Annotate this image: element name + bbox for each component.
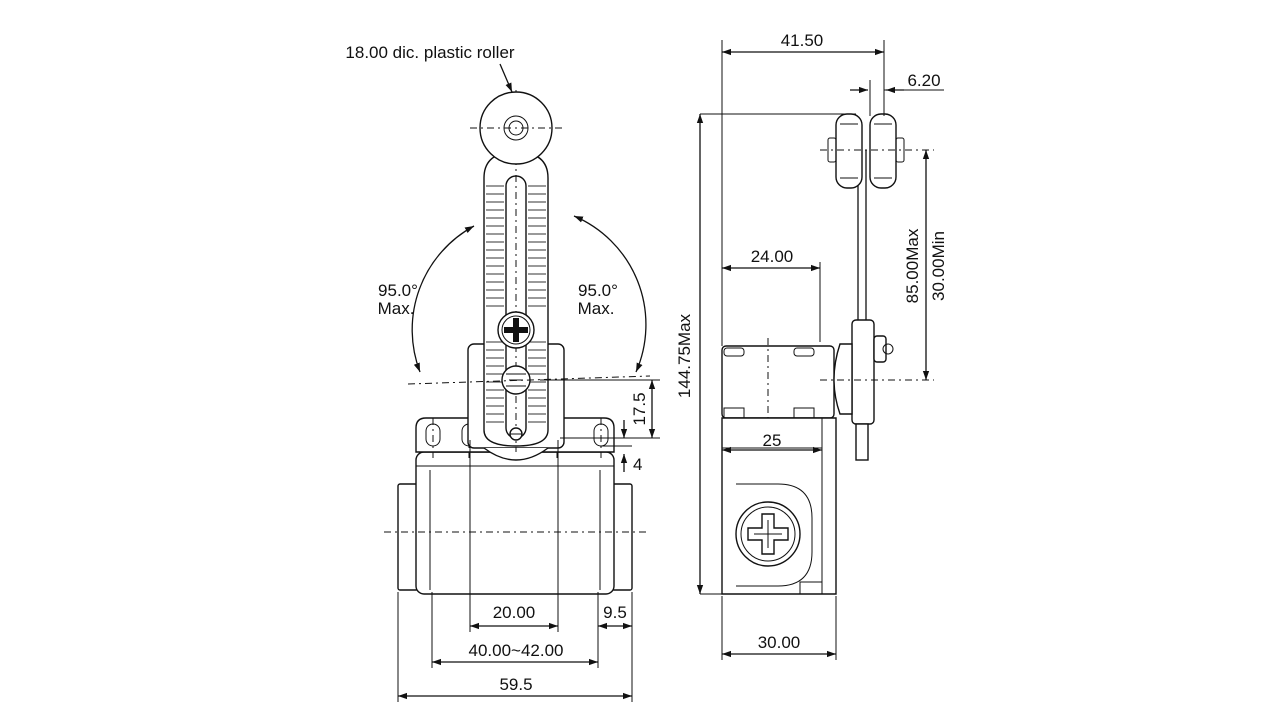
dim-label-41-5: 41.50 bbox=[781, 31, 824, 50]
roller-note-leader bbox=[499, 63, 513, 93]
dim-label-30-min: 30.00Min bbox=[929, 231, 948, 301]
roller-right bbox=[869, 113, 897, 189]
angle-arc-right bbox=[573, 215, 647, 373]
dim-label-30: 30.00 bbox=[758, 633, 801, 652]
pivot-hub bbox=[851, 319, 875, 425]
dim-label-40-42: 40.00~42.00 bbox=[468, 641, 563, 660]
side-view: 41.50 6.20 144.75Max 24.00 85.00Max 30.0… bbox=[675, 31, 948, 660]
side-head bbox=[721, 338, 835, 426]
dim-label-144-75: 144.75Max bbox=[675, 313, 694, 398]
housing-front bbox=[415, 451, 615, 595]
angle-left-suffix: Max. bbox=[378, 299, 415, 318]
dim-label-59-5: 59.5 bbox=[499, 675, 532, 694]
dim-label-4: 4 bbox=[633, 455, 642, 474]
front-view: 18.00 dic. plastic roller 95.0° Max. 95.… bbox=[345, 43, 660, 702]
roller-note: 18.00 dic. plastic roller bbox=[345, 43, 514, 62]
dim-label-85: 85.00Max bbox=[903, 228, 922, 303]
angle-left-value: 95.0° bbox=[378, 281, 418, 300]
dim-label-20: 20.00 bbox=[493, 603, 536, 622]
lever-screw-icon bbox=[497, 311, 535, 349]
side-rollers bbox=[820, 113, 934, 189]
roller-left bbox=[835, 113, 863, 189]
reference-line bbox=[407, 375, 651, 385]
dim-label-9-5: 9.5 bbox=[603, 603, 627, 622]
angle-right-value: 95.0° bbox=[578, 281, 618, 300]
switch-body-front bbox=[384, 451, 646, 595]
side-housing bbox=[721, 417, 837, 595]
plastic-roller bbox=[470, 91, 562, 165]
side-lever bbox=[820, 150, 934, 461]
angle-right-suffix: Max. bbox=[578, 299, 615, 318]
left-boss bbox=[397, 483, 419, 591]
dim-label-17-5: 17.5 bbox=[630, 392, 649, 425]
dim-label-25: 25 bbox=[763, 431, 782, 450]
right-boss bbox=[611, 483, 633, 591]
dim-label-6-2: 6.20 bbox=[907, 71, 940, 90]
angle-arc-left bbox=[411, 225, 475, 373]
dim-label-24: 24.00 bbox=[751, 247, 794, 266]
